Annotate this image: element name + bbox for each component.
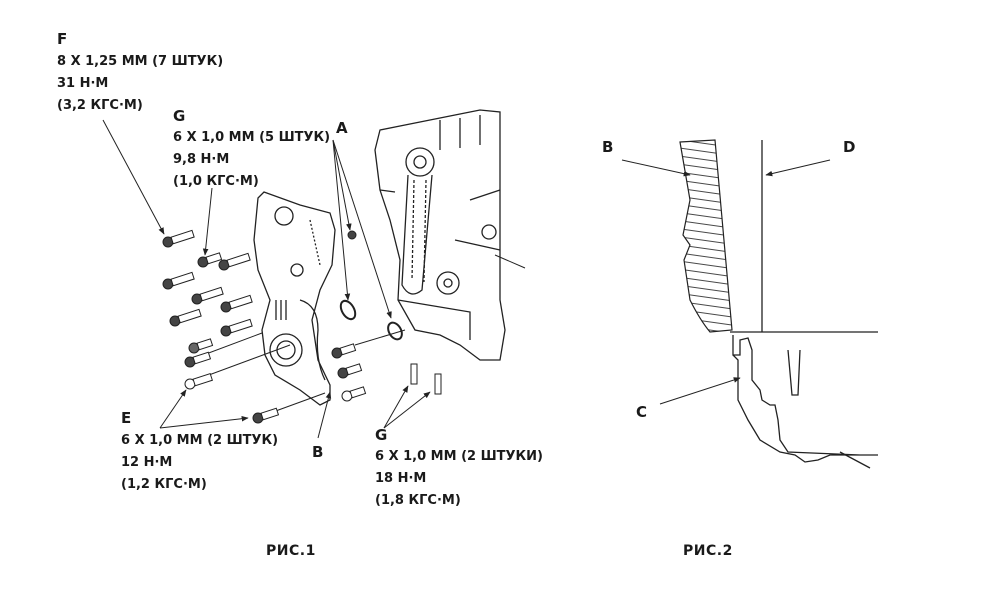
bolt (169, 308, 202, 327)
bolt (252, 407, 280, 424)
leader-fig2-d (765, 159, 831, 177)
leader-g-bottom-2 (383, 391, 431, 429)
callout-e-torque-kgf: (1,2 КГС·М) (121, 477, 207, 492)
fig2-label-d: D (843, 138, 856, 156)
leader-e-2 (159, 415, 249, 429)
callout-e-torque-nm: 12 Н·М (121, 455, 173, 470)
callout-g-top-spec: 6 X 1,0 ММ (5 ШТУК) (173, 130, 331, 145)
bolt-guide-line (354, 329, 406, 346)
engine-block (374, 109, 506, 361)
leader-fig2-b (621, 159, 691, 177)
callout-g-bottom-torque-kgf: (1,8 КГС·М) (375, 493, 461, 508)
bolt (184, 351, 212, 368)
callout-g-top-torque-kgf: (1,0 КГС·М) (173, 174, 259, 189)
bolt (341, 386, 367, 402)
bolt (220, 294, 253, 313)
callout-f-spec: 8 X 1,25 ММ (7 ШТУК) (57, 54, 224, 69)
fig2-label-c: C (636, 403, 648, 421)
fig1-leader-lines (102, 119, 526, 439)
callout-e-letter: E (121, 409, 132, 427)
figure2-caption: РИС.2 (683, 543, 733, 559)
callout-f-torque-nm: 31 Н·М (57, 76, 109, 91)
callout-g-top-torque-nm: 9,8 Н·М (173, 152, 230, 167)
bolt (347, 230, 357, 240)
leader-fig2-c (659, 377, 741, 405)
bolt (162, 229, 195, 248)
callout-f-torque-kgf: (3,2 КГС·М) (57, 98, 143, 113)
bolt (331, 343, 357, 359)
leader-g-top (202, 187, 213, 256)
oil-pan-rib (787, 349, 801, 396)
callout-f-letter: F (57, 30, 68, 48)
o-ring-seal (387, 321, 403, 341)
leader-a-3 (332, 139, 392, 319)
bolt (220, 318, 253, 337)
o-ring-seal (339, 299, 357, 321)
fig2-section (621, 139, 878, 469)
leader-a-1 (332, 139, 352, 231)
bolt (188, 338, 214, 354)
hatched-cover-section (679, 139, 733, 333)
bolt (162, 271, 195, 290)
callout-a-letter: A (336, 119, 348, 137)
leader-g-bottom-1 (383, 385, 409, 429)
bolt (184, 372, 213, 390)
bolt (218, 252, 251, 271)
figure1-caption: РИС.1 (266, 543, 316, 559)
callout-g-bottom-letter: G (375, 426, 388, 444)
callout-b-letter: B (312, 443, 324, 461)
fig1-seals (339, 299, 403, 341)
bolt (197, 252, 223, 268)
fig1-bolts (162, 229, 442, 424)
callout-g-bottom-torque-nm: 18 Н·М (375, 471, 427, 486)
leader-b (317, 391, 332, 439)
pan-edge (839, 451, 871, 469)
leader-e-1 (159, 389, 187, 429)
bolt (410, 363, 418, 385)
bolt (337, 363, 363, 379)
bolt (434, 373, 442, 395)
oil-pan-profile (732, 335, 878, 463)
leader-a-2 (332, 139, 351, 301)
bolt (191, 286, 224, 305)
callout-e-spec: 6 X 1,0 ММ (2 ШТУК) (121, 433, 279, 448)
timing-chain-cover (253, 191, 336, 406)
callout-g-bottom-spec: 6 X 1,0 ММ (2 ШТУКИ) (375, 449, 543, 464)
fig2-label-b: B (602, 138, 614, 156)
leader-f (102, 119, 165, 235)
callout-g-top-letter: G (173, 107, 186, 125)
